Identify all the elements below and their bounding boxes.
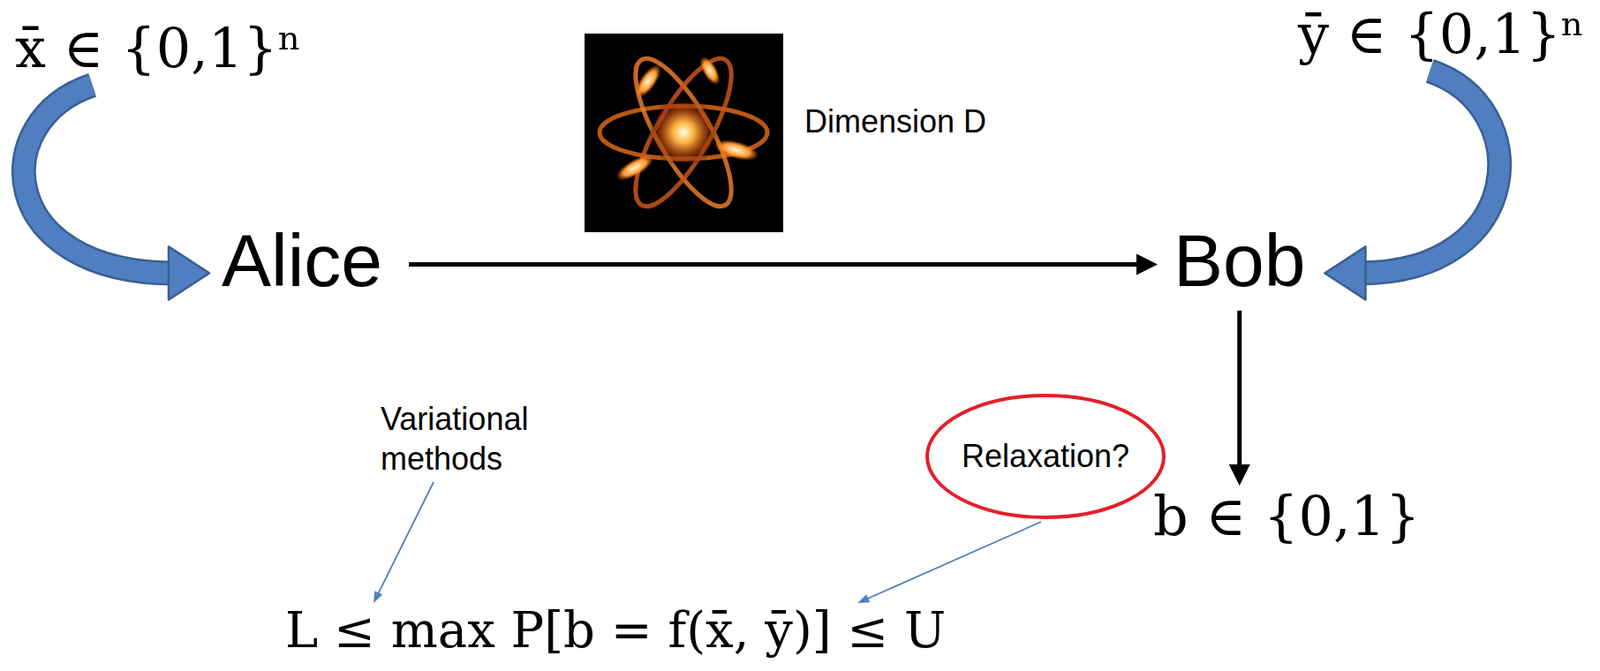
arrow-head [373, 590, 383, 604]
party-label: Bob [1173, 216, 1306, 306]
arrow-line [1237, 310, 1242, 472]
connector [408, 253, 1158, 275]
connector [857, 521, 1042, 604]
curved-arrow-body [1359, 70, 1500, 273]
curved-arrow-outline [1359, 70, 1500, 273]
input-y: ȳ ∈ {0,1}ⁿ [1298, 1, 1585, 68]
formula-text: L ≤ max P[b = f(x̄, ȳ)] ≤ U [285, 600, 946, 660]
note-text: Variational methods [380, 399, 575, 479]
node-text: Alice [221, 216, 383, 306]
connector [373, 482, 434, 604]
node-text: L ≤ max P[b = f(x̄, ȳ)] ≤ U [285, 600, 946, 660]
arrow-line [408, 262, 1144, 267]
leader-line [865, 521, 1042, 600]
party-label: Alice [221, 216, 383, 306]
curved-arrow-body [23, 84, 174, 273]
node-text: b ∈ {0,1} [1153, 483, 1421, 550]
node-text: Relaxation? [961, 437, 1130, 476]
arrow-head [1229, 464, 1251, 486]
connector [1229, 310, 1251, 486]
ellipse-outline [927, 395, 1164, 518]
node-text: ȳ ∈ {0,1}ⁿ [1298, 1, 1585, 68]
connector [1324, 70, 1500, 300]
arrow-head [1136, 253, 1158, 275]
leader-line [377, 482, 434, 596]
arrow-head [1324, 246, 1366, 300]
arrow-head [168, 246, 210, 300]
connector [23, 84, 210, 300]
node-text: Variational methods [380, 399, 575, 479]
input-x: x̄ ∈ {0,1}ⁿ [15, 15, 302, 82]
output-bit: b ∈ {0,1} [1153, 483, 1421, 550]
node-text: Bob [1173, 216, 1306, 306]
relaxation-ellipse: Relaxation? [924, 392, 1167, 521]
curved-arrow-outline [23, 84, 174, 273]
caption-label: Dimension D [804, 102, 987, 141]
node-text: x̄ ∈ {0,1}ⁿ [15, 15, 302, 82]
